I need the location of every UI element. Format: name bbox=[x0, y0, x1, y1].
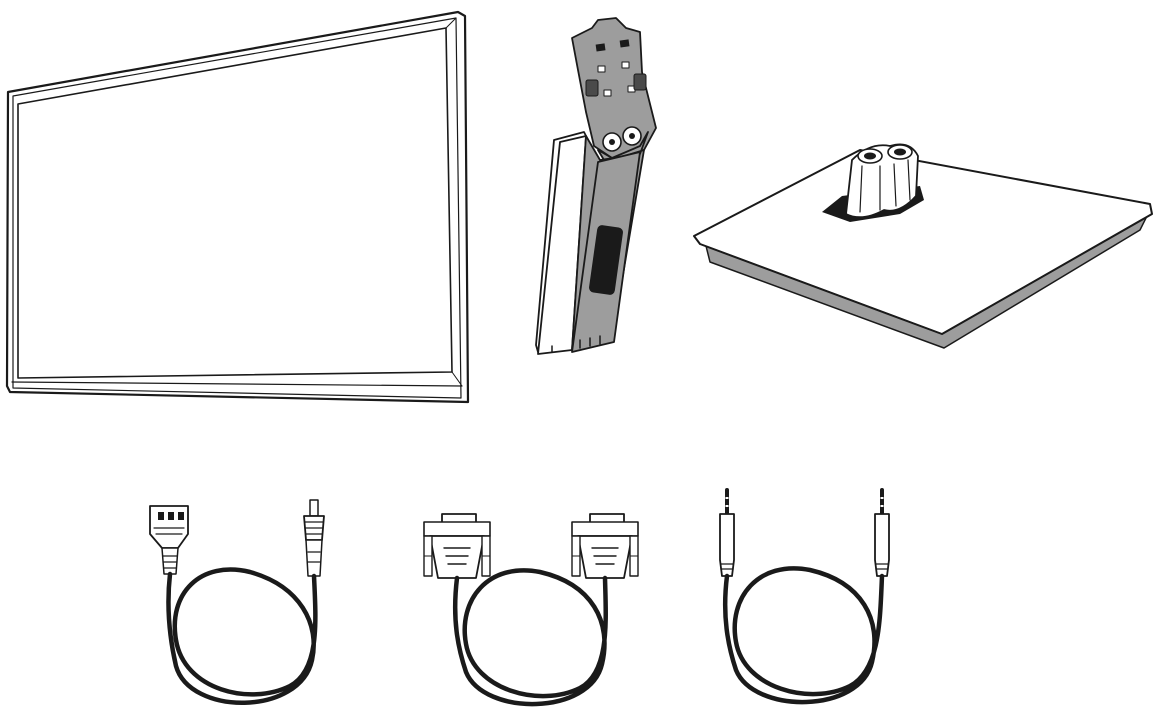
stand-neck-icon bbox=[535, 17, 657, 355]
vga-cable-icon bbox=[423, 513, 639, 707]
monitor-panel-icon bbox=[5, 10, 470, 404]
stand-base-icon bbox=[693, 143, 1153, 349]
power-cable-icon bbox=[149, 499, 325, 705]
audio-cable-icon bbox=[719, 488, 890, 705]
